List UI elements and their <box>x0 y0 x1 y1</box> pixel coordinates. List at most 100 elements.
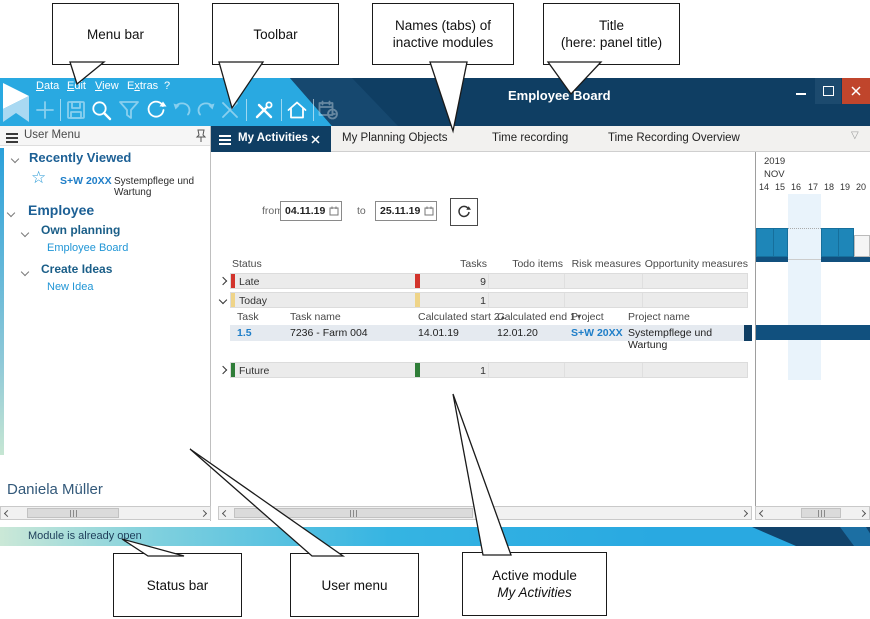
summary-row-late[interactable]: Late 9 <box>230 273 748 289</box>
callout-panel-title: Title (here: panel title) <box>543 3 680 65</box>
menu-item-extras[interactable]: Extras <box>127 80 159 92</box>
scrollbar-thumb[interactable] <box>27 508 119 518</box>
employee-chevron-icon[interactable] <box>6 208 16 218</box>
col-todo-items[interactable]: Todo items <box>512 258 563 270</box>
calendar-icon[interactable] <box>424 206 434 216</box>
task-project-link[interactable]: S+W 20XX <box>571 327 623 339</box>
delete-icon[interactable] <box>218 98 242 122</box>
from-date-input[interactable] <box>280 201 342 221</box>
section-recently-viewed[interactable]: Recently Viewed <box>29 150 132 165</box>
maximize-button[interactable] <box>815 78 841 104</box>
scroll-left-button[interactable] <box>756 507 769 519</box>
title-bar: Data Edit View Extras ? Employee Board <box>0 78 870 126</box>
today-label: Today <box>239 295 268 307</box>
tab-active-label: My Activities <box>238 132 308 144</box>
col-calculated-start[interactable]: Calculated start 2▲ <box>418 311 507 323</box>
recently-viewed-chevron-icon[interactable] <box>10 154 20 164</box>
to-date-input[interactable] <box>375 201 437 221</box>
tools-icon[interactable] <box>252 98 276 122</box>
gantt-day: 19 <box>839 182 850 192</box>
tab-time-recording-overview[interactable]: Time Recording Overview <box>608 132 740 144</box>
close-button[interactable] <box>842 78 870 104</box>
scrollbar-thumb[interactable] <box>234 508 473 518</box>
recent-item-name[interactable]: Systempflege und Wartung <box>114 176 195 198</box>
tab-time-recording[interactable]: Time recording <box>492 132 569 144</box>
tab-my-activities[interactable]: My Activities <box>211 126 331 152</box>
tab-my-planning-objects[interactable]: My Planning Objects <box>342 132 448 144</box>
tab-close-icon[interactable] <box>311 135 320 144</box>
sidebar-accent-strip <box>0 148 4 455</box>
create-ideas-chevron-icon[interactable] <box>20 267 30 277</box>
expand-future-icon[interactable] <box>218 365 228 375</box>
section-employee[interactable]: Employee <box>28 202 95 218</box>
user-menu-panel: User Menu Recently Viewed ☆ S+W 20XX Sys… <box>0 126 211 521</box>
task-gantt-bar <box>756 325 870 340</box>
undo-icon[interactable] <box>170 98 194 122</box>
planning-board-icon[interactable] <box>316 98 340 122</box>
col-project[interactable]: Project <box>571 311 604 323</box>
toolbar-separator <box>60 99 61 121</box>
gantt-day: 20 <box>855 182 866 192</box>
refresh-icon <box>458 205 471 218</box>
gantt-hscrollbar[interactable] <box>755 506 870 520</box>
redo-icon[interactable] <box>194 98 218 122</box>
tab-menu-icon[interactable] <box>219 133 231 147</box>
menu-item-edit[interactable]: Edit <box>67 80 86 92</box>
menu-item-view[interactable]: View <box>95 80 119 92</box>
to-label: to <box>357 205 366 217</box>
gantt-month: NOV <box>764 169 785 180</box>
summary-row-today[interactable]: Today 1 <box>230 292 748 308</box>
col-project-name[interactable]: Project name <box>628 311 690 323</box>
group-own-planning[interactable]: Own planning <box>41 223 121 237</box>
late-separator-bar <box>415 274 420 288</box>
sidebar-menu-icon[interactable] <box>6 131 18 145</box>
main-hscrollbar[interactable] <box>218 506 752 520</box>
sidebar-hscrollbar[interactable] <box>0 506 211 520</box>
summary-row-future[interactable]: Future 1 <box>230 362 748 378</box>
refresh-icon[interactable] <box>144 98 168 122</box>
col-task[interactable]: Task <box>237 311 259 323</box>
task-row[interactable]: 1.5 7236 - Farm 004 14.01.19 12.01.20 S+… <box>230 325 752 351</box>
menu-item-data[interactable]: Data <box>36 80 60 92</box>
col-opportunity-measures[interactable]: Opportunity measures <box>644 258 748 270</box>
status-bar: Module is already open <box>0 527 870 546</box>
filter-icon[interactable] <box>117 98 141 122</box>
task-id-link[interactable]: 1.5 <box>237 327 252 339</box>
expand-late-icon[interactable] <box>218 276 228 286</box>
task-project-name: Systempflege und Wartung <box>628 327 713 351</box>
callout-user-menu: User menu <box>290 553 419 617</box>
new-icon[interactable] <box>33 98 57 122</box>
col-tasks[interactable]: Tasks <box>460 258 487 270</box>
callout-status-bar-label: Status bar <box>146 577 209 593</box>
save-icon[interactable] <box>64 98 88 122</box>
scroll-right-button[interactable] <box>197 507 210 519</box>
minimize-button[interactable] <box>788 78 814 104</box>
scrollbar-thumb[interactable] <box>801 508 841 518</box>
calendar-icon[interactable] <box>329 206 339 216</box>
scroll-right-button[interactable] <box>856 507 869 519</box>
home-icon[interactable] <box>285 98 309 122</box>
search-icon[interactable] <box>89 98 113 122</box>
group-create-ideas[interactable]: Create Ideas <box>41 262 113 276</box>
link-employee-board[interactable]: Employee Board <box>47 242 129 254</box>
gantt-day: 16 <box>790 182 801 192</box>
pin-icon[interactable] <box>195 129 207 143</box>
scroll-left-button[interactable] <box>219 507 232 519</box>
col-calculated-end[interactable]: Calculated end 1▼ <box>497 311 583 323</box>
collapse-today-icon[interactable] <box>218 295 228 305</box>
status-bar-decoration <box>752 527 870 546</box>
recent-item-code[interactable]: S+W 20XX <box>60 175 112 187</box>
menu-item-help[interactable]: ? <box>164 80 171 92</box>
col-risk-measures[interactable]: Risk measures <box>571 258 641 270</box>
tab-overflow-icon[interactable]: ▽ <box>851 130 859 141</box>
sort-asc-icon: ▲ <box>499 314 507 321</box>
scroll-left-button[interactable] <box>1 507 14 519</box>
late-task-count: 9 <box>480 276 486 288</box>
col-status[interactable]: Status <box>232 258 262 270</box>
own-planning-chevron-icon[interactable] <box>20 228 30 238</box>
star-icon[interactable]: ☆ <box>31 168 47 187</box>
col-task-name[interactable]: Task name <box>290 311 341 323</box>
refresh-dates-button[interactable] <box>450 198 478 226</box>
scroll-right-button[interactable] <box>738 507 751 519</box>
link-new-idea[interactable]: New Idea <box>47 281 94 293</box>
